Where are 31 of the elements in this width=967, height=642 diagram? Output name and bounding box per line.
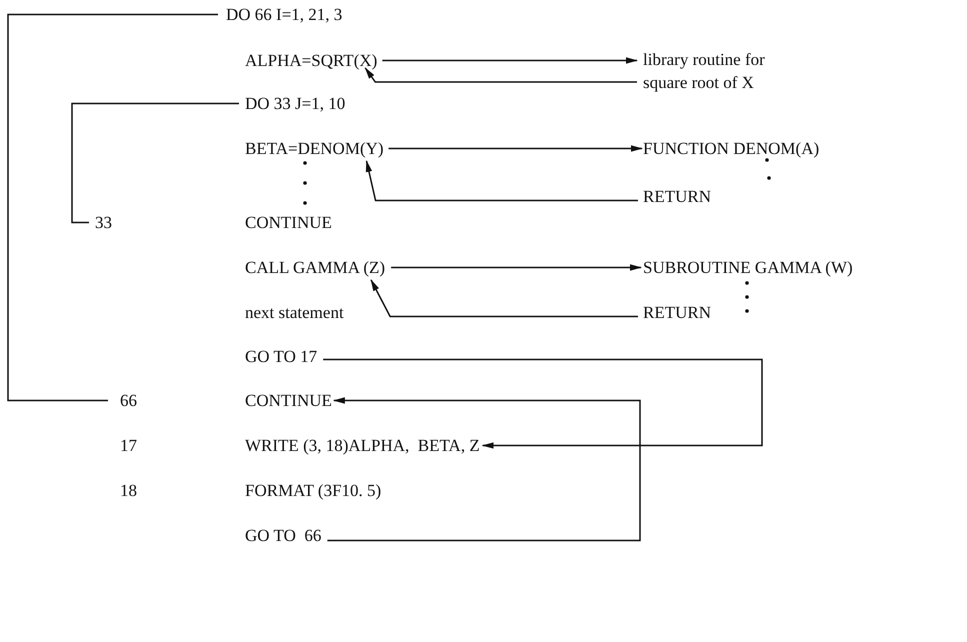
- code-statement: GO TO 66: [245, 524, 322, 547]
- code-statement: CALL GAMMA (Z): [245, 256, 386, 279]
- arrow: [366, 160, 638, 202]
- arrow: [388, 145, 643, 152]
- code-statement: SUBROUTINE GAMMA (W): [643, 256, 853, 279]
- code-statement: CONTINUE: [245, 389, 332, 412]
- code-statement: DO 33 J=1, 10: [245, 92, 346, 115]
- code-statement: CONTINUE: [245, 211, 332, 234]
- code-statement: FORMAT (3F10. 5): [245, 479, 382, 502]
- code-statement: FUNCTION DENOM(A): [643, 137, 820, 160]
- arrow: [323, 358, 763, 449]
- loop-bracket-line: [71, 102, 239, 224]
- code-statement: GO TO 17: [245, 345, 318, 368]
- code-statement: RETURN: [643, 301, 711, 324]
- code-statement: next statement: [245, 301, 344, 324]
- arrow: [364, 67, 637, 83]
- comment-text: library routine for square root of X: [643, 48, 813, 94]
- arrow: [391, 264, 642, 271]
- code-statement: DO 66 I=1, 21, 3: [226, 3, 342, 26]
- arrow: [370, 279, 638, 318]
- loop-bracket-line: [7, 14, 218, 402]
- arrow: [327, 397, 641, 542]
- arrow: [382, 57, 638, 64]
- code-statement: RETURN: [643, 185, 711, 208]
- code-statement: ALPHA=SQRT(X): [245, 49, 378, 72]
- statement-number: 18: [120, 479, 137, 502]
- statement-number: 66: [120, 389, 137, 412]
- code-statement: BETA=DENOM(Y): [245, 137, 384, 160]
- code-statement: WRITE (3, 18)ALPHA, BETA, Z: [245, 434, 480, 457]
- statement-number: 33: [95, 211, 112, 234]
- statement-number: 17: [120, 434, 137, 457]
